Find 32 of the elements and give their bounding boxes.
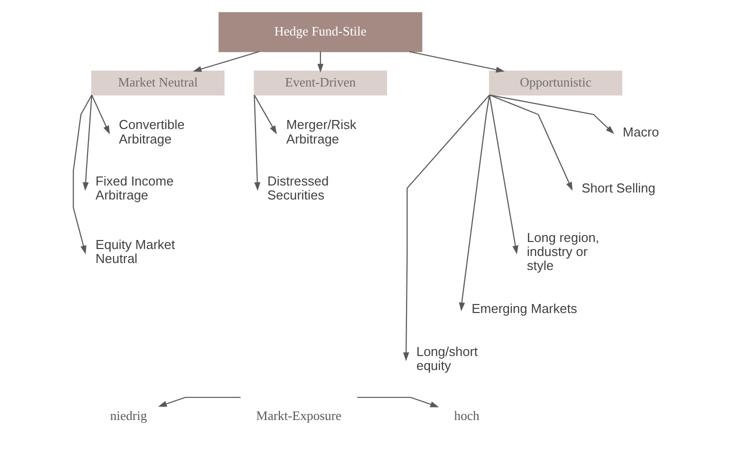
arrow [192, 51, 259, 72]
arrow [488, 94, 518, 254]
node-box: Hedge Fund-Stile [218, 12, 422, 52]
node-text: Distressed Securities [266, 174, 328, 203]
node-text: Long/short equity [416, 344, 478, 373]
node-text: Macro [622, 124, 658, 140]
node-text: niedrig [110, 408, 147, 424]
node-text: Long region, industry or style [526, 230, 599, 274]
arrow [408, 51, 504, 73]
arrow [253, 94, 260, 191]
node-box: Opportunistic [488, 70, 622, 96]
arrow [253, 94, 276, 134]
arrow [316, 52, 323, 73]
arrow [72, 94, 92, 254]
node-text: Fixed Income Arbitrage [95, 174, 174, 203]
arrow [158, 396, 240, 407]
arrow [488, 94, 614, 134]
node-text: Short Selling [581, 180, 655, 196]
node-box: Event-Driven [253, 70, 387, 96]
arrow [488, 94, 572, 191]
node-text: Equity Market Neutral [95, 236, 175, 266]
arrow [90, 94, 110, 134]
node-text: Convertible Arbitrage [118, 117, 184, 146]
node-text: Emerging Markets [471, 300, 577, 316]
node-box: Market Neutral [90, 70, 224, 96]
arrow [356, 396, 438, 408]
node-text: Merger/Risk Arbitrage [286, 117, 356, 146]
arrow [458, 94, 490, 312]
node-text: hoch [454, 408, 479, 424]
arrow [82, 94, 92, 191]
node-text: Markt-Exposure [256, 408, 341, 424]
arrow [402, 94, 490, 362]
